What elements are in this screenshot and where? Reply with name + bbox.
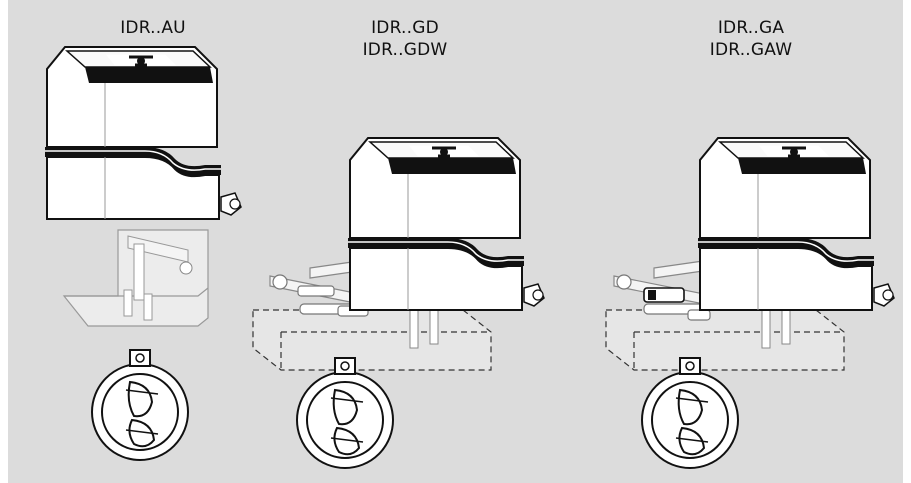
variant-label-line: IDR..GA — [717, 18, 785, 38]
actuator-ga-assembly — [605, 136, 896, 469]
variant-label-line: IDR..GAW — [709, 40, 793, 60]
variant-label-idr-ga: IDR..GA IDR..GAW — [651, 17, 851, 61]
actuator-illustrations — [43, 45, 896, 469]
variant-label-line: IDR..AU — [120, 18, 186, 38]
variant-label-idr-au: IDR..AU — [53, 17, 253, 39]
actuator-au-assembly — [43, 45, 243, 461]
figure-panel: IDR..AU IDR..GD IDR..GDW IDR..GA IDR..GA… — [8, 0, 903, 483]
actuator-gd-assembly — [252, 136, 546, 469]
variant-label-idr-gd: IDR..GD IDR..GDW — [305, 17, 505, 61]
variant-label-line: IDR..GD — [371, 18, 439, 38]
variant-label-line: IDR..GDW — [362, 40, 448, 60]
